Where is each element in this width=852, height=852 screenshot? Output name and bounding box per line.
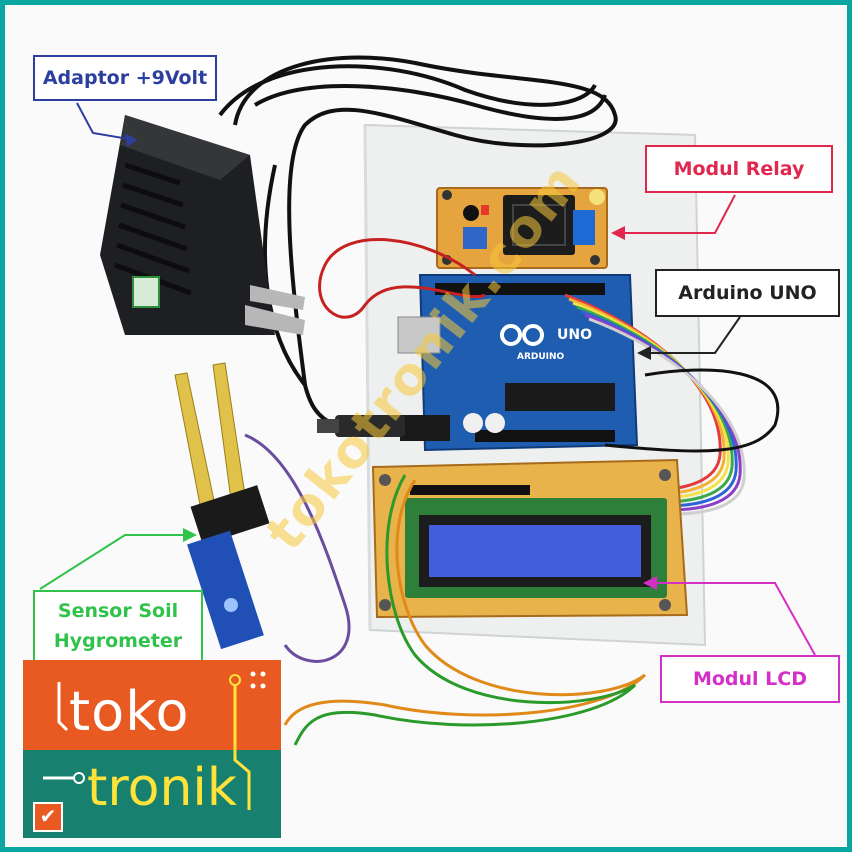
callout-adaptor: Adaptor +9Volt — [33, 55, 217, 101]
logo-circuit-lines — [43, 671, 266, 810]
logo-bottom-band — [23, 750, 281, 838]
callout-arrows — [39, 102, 816, 656]
orange-green-wires — [283, 474, 647, 746]
arduino-uno-board: ARDUINO UNO — [397, 274, 639, 452]
black-wire — [604, 368, 780, 453]
checkmark-icon: ✔ — [33, 802, 63, 832]
callout-relay-module: Modul Relay — [645, 145, 833, 193]
logo-word-toko: toko — [69, 680, 190, 743]
callout-soil-sensor: Sensor Soil Hygrometer — [33, 590, 203, 662]
red-wire — [318, 238, 486, 319]
callout-sensor-line1: Sensor Soil — [57, 600, 179, 622]
adaptor-cable — [218, 55, 618, 437]
tokotronik-logo: toko tronik ✔ — [23, 660, 281, 838]
soil-moisture-probe — [174, 362, 270, 650]
dc-barrel-plug — [317, 415, 405, 437]
purple-wire — [244, 433, 351, 663]
callout-arduino-uno: Arduino UNO — [655, 269, 840, 317]
callout-lcd-module: Modul LCD — [660, 655, 840, 703]
arduino-brand-text: ARDUINO — [517, 352, 565, 362]
lcd-module — [371, 458, 689, 619]
relay-module — [436, 187, 608, 269]
logo-word-tronik: tronik — [87, 758, 237, 818]
callout-sensor-line2: Hygrometer — [53, 630, 183, 652]
project-photo: ARDUINO UNO — [39, 55, 816, 746]
arduino-uno-text: UNO — [557, 327, 592, 343]
power-adaptor — [100, 115, 305, 335]
